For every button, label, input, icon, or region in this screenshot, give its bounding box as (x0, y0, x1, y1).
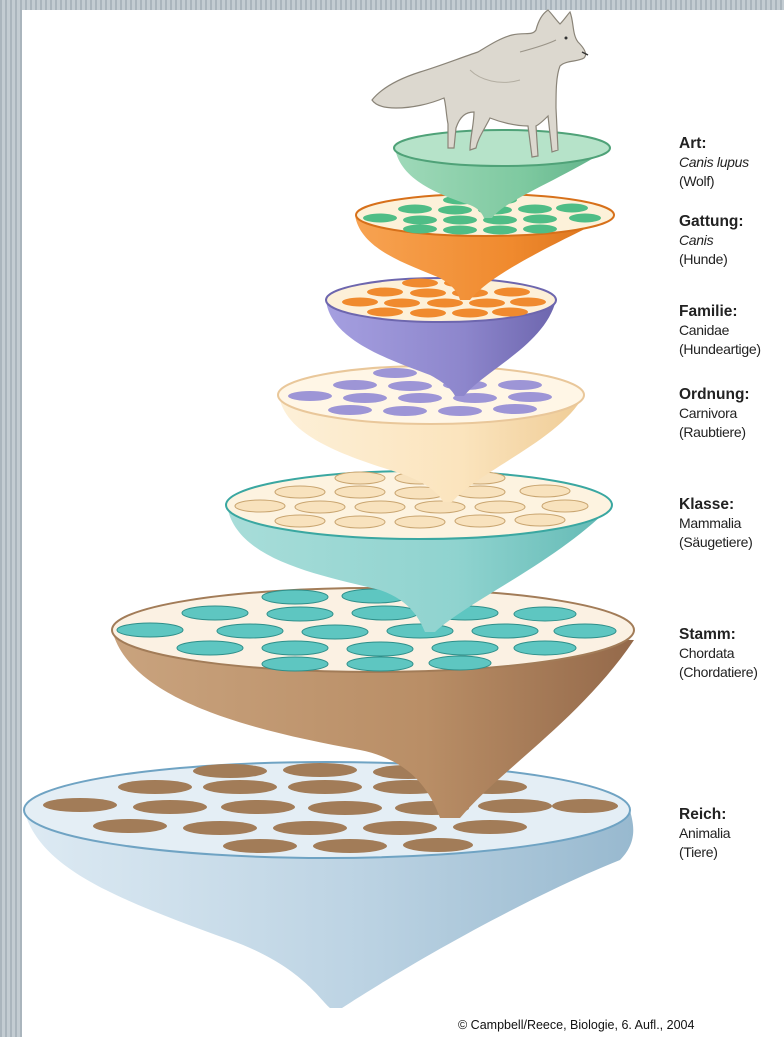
scientific-name-familie: Canidae (679, 321, 784, 340)
copyright-credit: © Campbell/Reece, Biologie, 6. Aufl., 20… (458, 1018, 784, 1032)
label-reich: Reich: Animalia (Tiere) (679, 805, 784, 862)
scientific-name-ordnung: Carnivora (679, 404, 784, 423)
label-art: Art: Canis lupus (Wolf) (679, 134, 784, 191)
rank-name-stamm: Stamm: (679, 625, 784, 644)
rank-name-reich: Reich: (679, 805, 784, 824)
common-name-stamm: (Chordatiere) (679, 663, 784, 682)
scientific-name-klasse: Mammalia (679, 514, 784, 533)
cone-reich (24, 762, 633, 1008)
scientific-name-art: Canis lupus (679, 153, 784, 172)
label-ordnung: Ordnung: Carnivora (Raubtiere) (679, 385, 784, 442)
common-name-ordnung: (Raubtiere) (679, 423, 784, 442)
rank-name-familie: Familie: (679, 302, 784, 321)
rank-name-ordnung: Ordnung: (679, 385, 784, 404)
label-klasse: Klasse: Mammalia (Säugetiere) (679, 495, 784, 552)
label-familie: Familie: Canidae (Hundeartige) (679, 302, 784, 359)
label-gattung: Gattung: Canis (Hunde) (679, 212, 784, 269)
rank-name-klasse: Klasse: (679, 495, 784, 514)
common-name-gattung: (Hunde) (679, 250, 784, 269)
common-name-klasse: (Säugetiere) (679, 533, 784, 552)
label-stamm: Stamm: Chordata (Chordatiere) (679, 625, 784, 682)
rank-name-gattung: Gattung: (679, 212, 784, 231)
rank-name-art: Art: (679, 134, 784, 153)
scientific-name-reich: Animalia (679, 824, 784, 843)
common-name-art: (Wolf) (679, 172, 784, 191)
scientific-name-gattung: Canis (679, 231, 784, 250)
common-name-reich: (Tiere) (679, 843, 784, 862)
scientific-name-stamm: Chordata (679, 644, 784, 663)
wolf-illustration (372, 10, 588, 157)
common-name-familie: (Hundeartige) (679, 340, 784, 359)
